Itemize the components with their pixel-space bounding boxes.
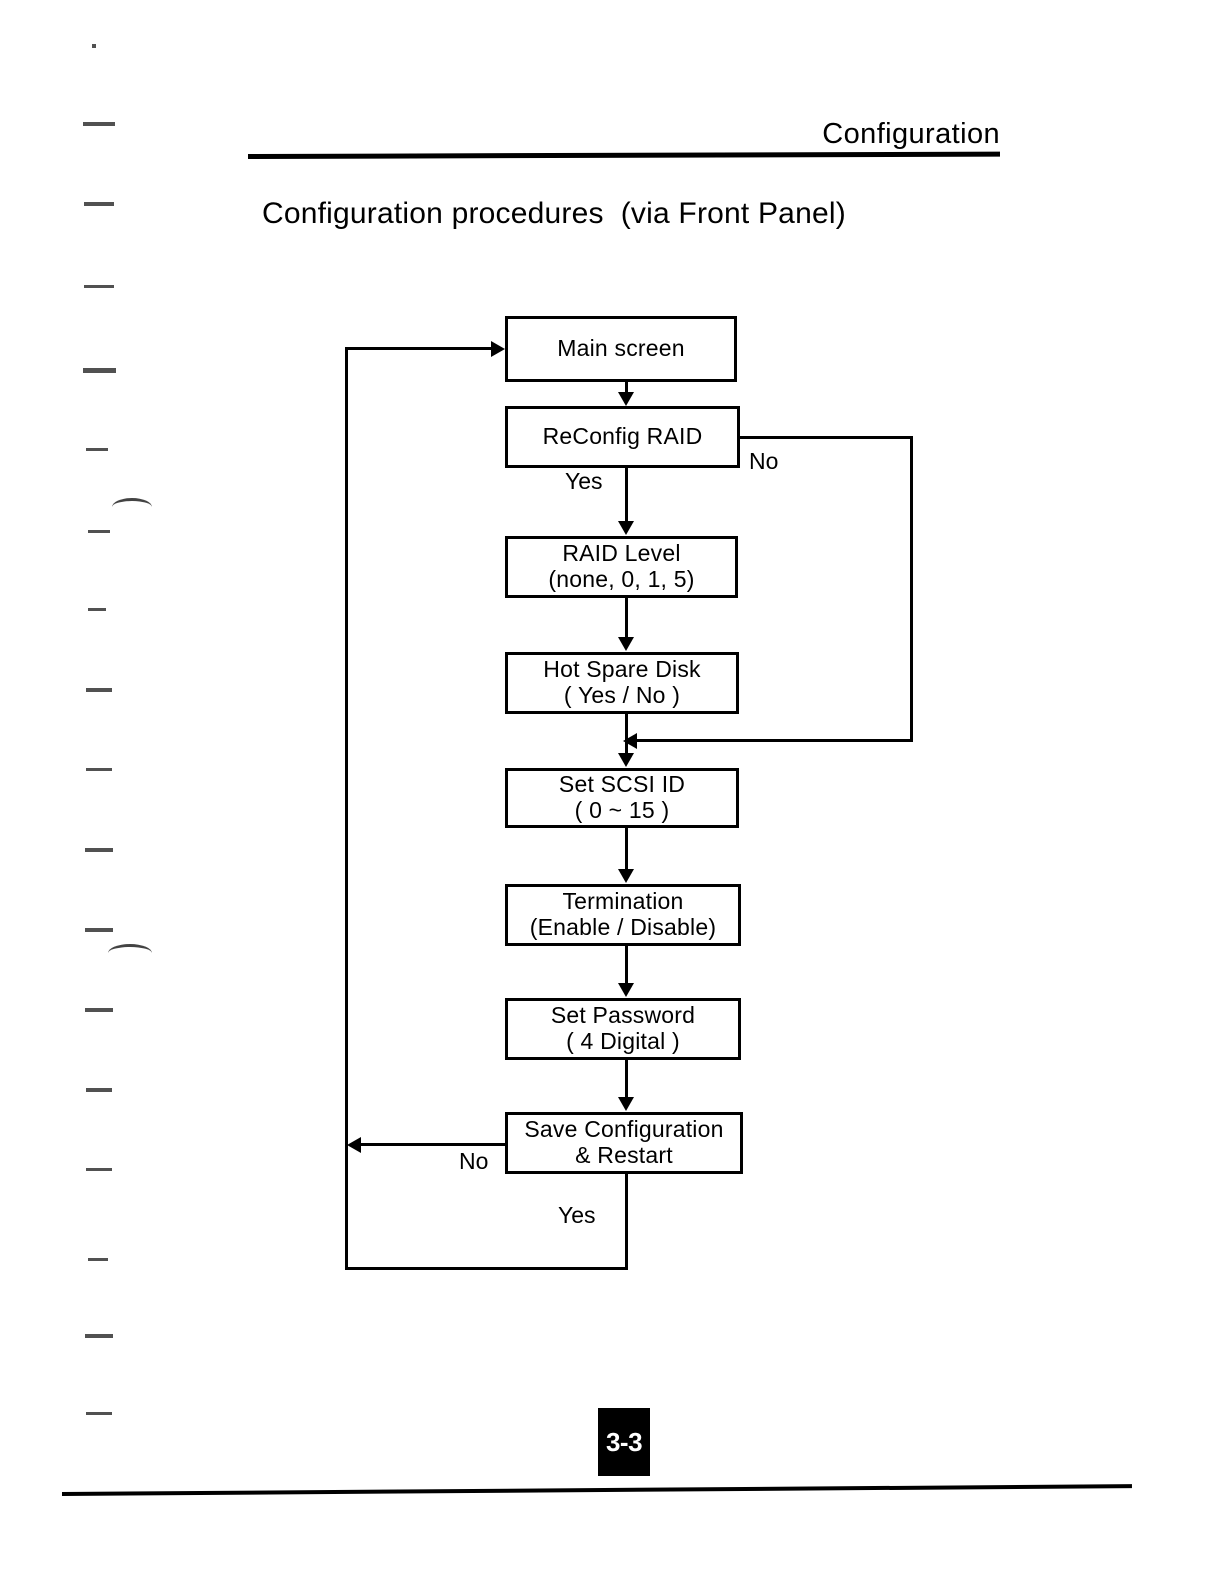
connector-scsi-to-termination (625, 828, 628, 870)
arrowhead-main-to-reconfig (618, 392, 634, 406)
scan-artifact (85, 1008, 113, 1012)
scan-artifact (83, 368, 116, 373)
arrowhead-password-to-save (618, 1097, 634, 1111)
flow-node-set-scsi-id-line1: Set SCSI ID (558, 771, 686, 798)
scan-artifact (86, 1088, 112, 1092)
scan-artifact (112, 498, 152, 509)
flow-node-save-configuration-line1: Save Configuration (524, 1116, 724, 1143)
flow-node-termination-line2: (Enable / Disable) (529, 914, 717, 940)
scan-artifact (84, 202, 114, 206)
connector-reconfig-no-horizontal-bottom (634, 739, 913, 742)
arrowhead-reconfig-no-merge (623, 733, 637, 749)
flow-node-reconfig-raid: ReConfig RAID (505, 406, 740, 468)
scan-artifact (92, 44, 96, 48)
flow-node-set-password: Set Password ( 4 Digital ) (505, 998, 741, 1060)
connector-main-to-reconfig (625, 382, 628, 394)
connector-reconfig-to-raid-level (625, 468, 628, 524)
flow-node-termination: Termination (Enable / Disable) (505, 884, 741, 946)
edge-label-reconfig-no: No (749, 448, 779, 474)
scan-artifact (86, 688, 112, 692)
flow-node-hot-spare-disk-line2: ( Yes / No ) (563, 682, 681, 708)
scan-artifact (86, 1412, 112, 1415)
connector-save-yes-horizontal-bottom (345, 1267, 628, 1270)
flow-node-set-scsi-id: Set SCSI ID ( 0 ~ 15 ) (505, 768, 739, 828)
edge-label-reconfig-yes: Yes (565, 468, 603, 494)
page-number-badge: 3-3 (598, 1408, 650, 1476)
arrowhead-into-main-screen (491, 341, 505, 357)
page-header-title: Configuration (822, 118, 1000, 150)
scan-artifact (85, 1334, 113, 1338)
scan-artifact (86, 448, 108, 451)
connector-reconfig-no-horizontal-top (740, 436, 913, 439)
edge-label-save-yes: Yes (558, 1202, 596, 1228)
arrowhead-raid-level-to-hot-spare (618, 637, 634, 651)
flow-node-main-screen: Main screen (505, 316, 737, 382)
flow-node-raid-level-line1: RAID Level (562, 540, 681, 567)
scan-artifact (84, 285, 114, 288)
connector-left-rail-to-main-screen (345, 347, 493, 350)
connector-password-to-save (625, 1060, 628, 1100)
scan-artifact (83, 122, 115, 126)
flow-node-main-screen-line1: Main screen (557, 335, 685, 362)
connector-reconfig-no-vertical (910, 436, 913, 742)
scan-artifact (86, 1168, 112, 1171)
flow-node-termination-line1: Termination (562, 888, 684, 915)
scan-artifact (88, 608, 106, 611)
connector-termination-to-password (625, 946, 628, 986)
arrowhead-scsi-to-termination (618, 869, 634, 883)
flow-node-save-configuration: Save Configuration & Restart (505, 1112, 743, 1174)
scan-artifact (85, 848, 113, 852)
connector-left-rail-vertical (345, 347, 348, 1270)
arrowhead-termination-to-password (618, 983, 634, 997)
scan-artifact (85, 928, 113, 932)
flow-node-reconfig-raid-line1: ReConfig RAID (542, 423, 703, 450)
scan-artifact (88, 1258, 108, 1261)
flow-node-set-scsi-id-line2: ( 0 ~ 15 ) (574, 797, 670, 823)
flow-node-set-password-line1: Set Password (550, 1002, 696, 1029)
arrowhead-reconfig-to-raid-level (618, 521, 634, 535)
page-title: Configuration procedures (via Front Pane… (262, 197, 846, 230)
scan-artifact (108, 944, 152, 955)
arrowhead-save-no (347, 1137, 361, 1153)
flow-node-save-configuration-line2: & Restart (575, 1142, 673, 1168)
scan-artifact (86, 768, 112, 771)
scan-artifact (88, 530, 110, 533)
flow-node-hot-spare-disk: Hot Spare Disk ( Yes / No ) (505, 652, 739, 714)
flow-node-raid-level: RAID Level (none, 0, 1, 5) (505, 536, 738, 598)
connector-raid-level-to-hot-spare (625, 598, 628, 640)
connector-save-yes-vertical (625, 1174, 628, 1270)
flow-node-set-password-line2: ( 4 Digital ) (566, 1028, 680, 1054)
edge-label-save-no: No (459, 1148, 489, 1174)
flow-node-raid-level-line2: (none, 0, 1, 5) (548, 566, 695, 592)
arrowhead-hot-spare-to-scsi (618, 753, 634, 767)
connector-save-no-horizontal (360, 1143, 507, 1146)
flow-node-hot-spare-disk-line1: Hot Spare Disk (543, 656, 701, 683)
